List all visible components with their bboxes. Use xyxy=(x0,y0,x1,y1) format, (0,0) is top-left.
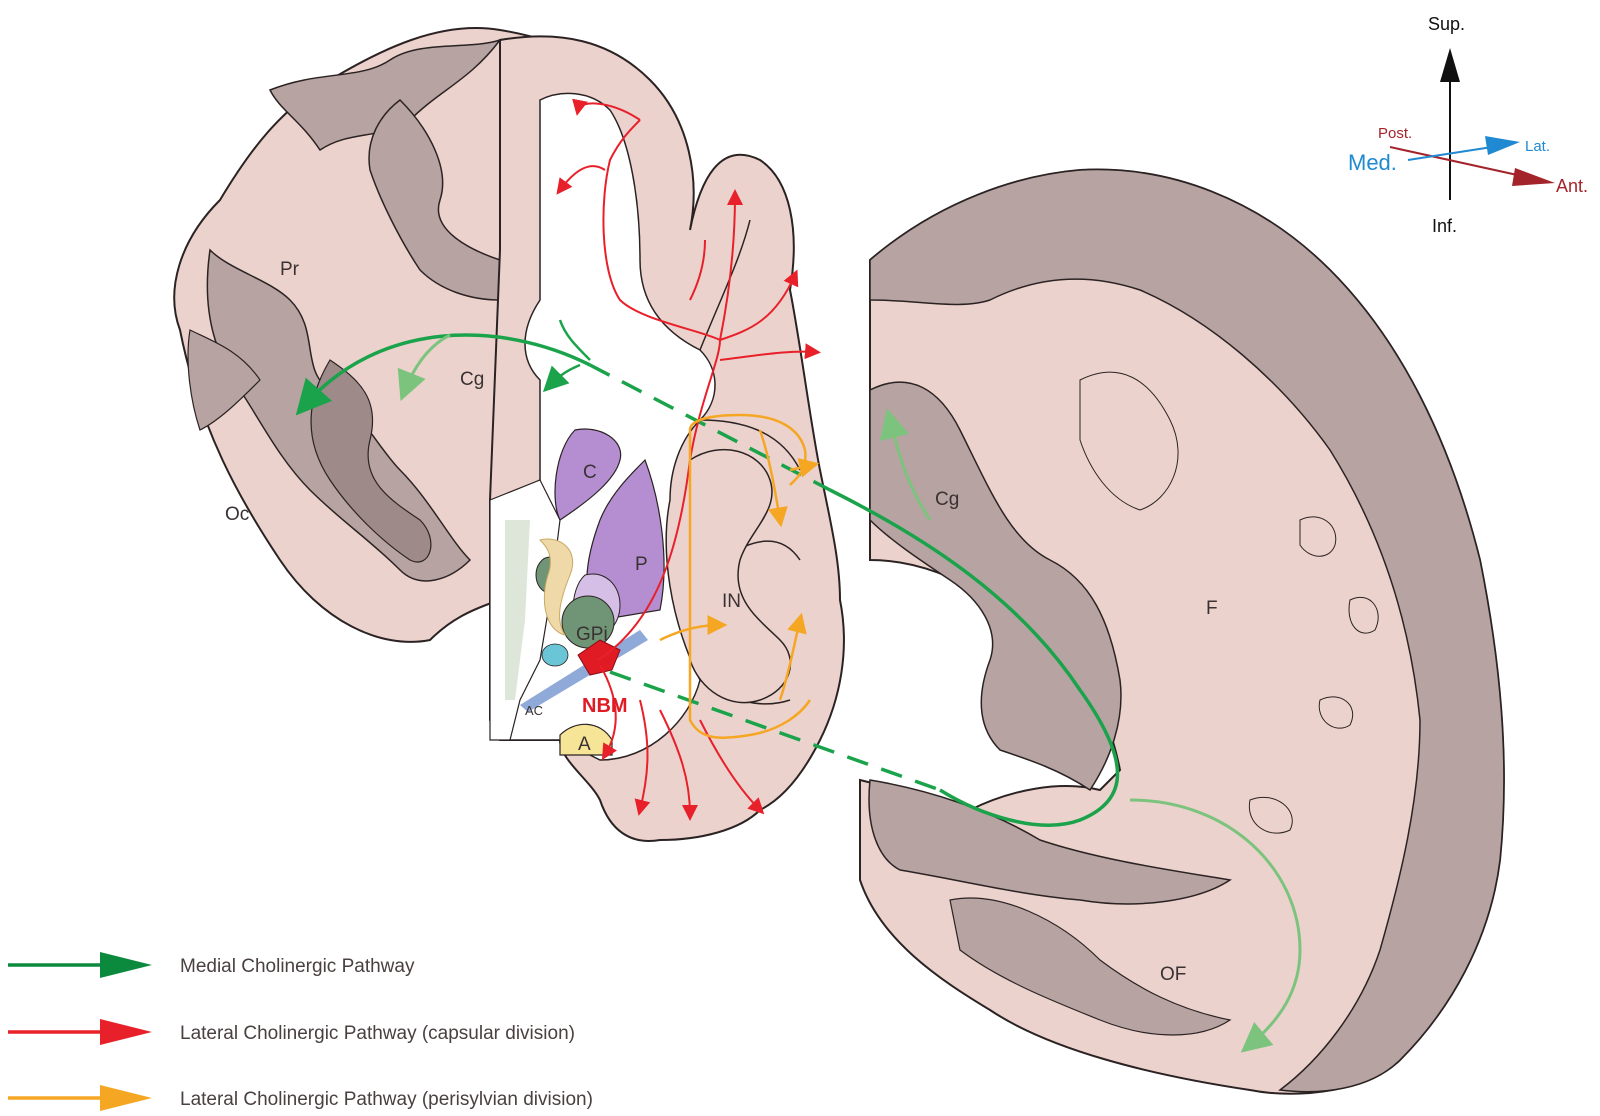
posterior-wm-1 xyxy=(268,38,503,152)
medial-pathway-cingulate xyxy=(879,408,932,521)
medial-pathway-local xyxy=(550,319,591,385)
perisylvian-mid-branch xyxy=(659,615,728,642)
medial-pathway-posterior-branch xyxy=(397,333,451,402)
medial-pathway-anterior-arc xyxy=(829,488,1120,827)
posterior-wm-5 xyxy=(187,329,261,431)
label-ac: AC xyxy=(525,703,543,718)
capsular-branch-5 xyxy=(719,343,821,361)
compass-ant-label: Ant. xyxy=(1556,176,1588,196)
posterior-wm-4 xyxy=(310,359,432,563)
capsular-lower-2 xyxy=(634,699,651,816)
label-c: C xyxy=(583,462,597,483)
medial-wall-shade xyxy=(505,520,530,700)
subthalamic-region xyxy=(541,643,569,667)
posterior-wm-3 xyxy=(368,99,501,301)
label-f: F xyxy=(1206,598,1218,619)
compass-lat-label: Lat. xyxy=(1525,138,1550,155)
anterior-wm-band xyxy=(869,168,1505,1093)
compass-post-label: Post. xyxy=(1378,125,1412,142)
hippocampal-arc xyxy=(539,538,574,636)
capsular-lower-4 xyxy=(699,719,765,815)
legend-item-perisylvian: Lateral Cholinergic Pathway (perisylvian… xyxy=(8,1085,593,1111)
anterior-wm-frontal-patch xyxy=(1079,371,1179,511)
capsular-branch-3 xyxy=(719,189,743,341)
perisylvian-upper-branch xyxy=(758,429,788,528)
medial-pathway-orbital xyxy=(1129,798,1302,1053)
capsular-branch-2 xyxy=(556,165,606,195)
compass-inf-label: Inf. xyxy=(1432,216,1457,236)
compass-sup-label: Sup. xyxy=(1428,14,1465,34)
capsular-lower-1 xyxy=(599,664,618,761)
capsular-branch-4 xyxy=(719,269,799,341)
legend-arrowhead-medial xyxy=(100,952,152,978)
label-oc: Oc xyxy=(225,504,249,525)
posterior-section xyxy=(173,27,845,842)
label-cg-anterior: Cg xyxy=(935,489,959,510)
insula-gyri xyxy=(689,448,791,704)
legend-label-perisylvian: Lateral Cholinergic Pathway (perisylvian… xyxy=(180,1089,593,1110)
legend-arrowhead-capsular xyxy=(100,1019,152,1045)
capsular-lower-3 xyxy=(659,709,698,821)
compass-med-label: Med. xyxy=(1348,150,1397,175)
medial-pathway-posterior-arc xyxy=(295,333,591,416)
caudate xyxy=(554,428,622,521)
capsular-pathway-main xyxy=(597,119,722,661)
pathways xyxy=(295,98,1302,1053)
legend-item-capsular: Lateral Cholinergic Pathway (capsular di… xyxy=(8,1019,575,1045)
perisylvian-right-branch xyxy=(789,458,820,478)
label-gpi: GPi xyxy=(576,624,608,645)
anterior-wm-islands xyxy=(1248,516,1379,834)
label-a: A xyxy=(578,734,591,755)
legend-label-capsular: Lateral Cholinergic Pathway (capsular di… xyxy=(180,1023,575,1044)
label-in: IN xyxy=(722,591,741,612)
compass-sup-arrowhead xyxy=(1440,48,1460,82)
medial-pathway-dashed-lower xyxy=(609,670,941,792)
perisylvian-lower-branch xyxy=(778,612,807,701)
capsular-branch-6 xyxy=(689,239,706,301)
legend-item-medial: Medial Cholinergic Pathway xyxy=(8,952,415,978)
anterior-section xyxy=(859,168,1505,1095)
label-p: P xyxy=(635,554,648,575)
legend-label-medial: Medial Cholinergic Pathway xyxy=(180,956,415,977)
nbm-nucleus xyxy=(577,639,621,676)
label-pr: Pr xyxy=(280,259,300,280)
anterior-wm-orbital xyxy=(868,779,1232,905)
capsular-branch-1 xyxy=(572,98,641,121)
compass-ant-arrowhead xyxy=(1512,168,1555,186)
compass-lat-arrowhead xyxy=(1485,136,1520,155)
region-labels: Pr Cg Oc C P GPi IN NBM AC A Cg F OF xyxy=(225,259,1218,985)
label-of: OF xyxy=(1160,964,1186,985)
anterior-wm-lower xyxy=(949,897,1232,1036)
label-nbm: NBM xyxy=(582,695,628,717)
orientation-compass: Sup. Inf. Post. Ant. Med. Lat. xyxy=(1348,14,1588,236)
legend-arrowhead-perisylvian xyxy=(100,1085,152,1111)
anterior-wm-cingulate xyxy=(869,381,1122,792)
label-cg-posterior: Cg xyxy=(460,369,484,390)
legend: Medial Cholinergic Pathway Lateral Choli… xyxy=(8,952,593,1111)
basal-ganglia xyxy=(520,428,665,756)
